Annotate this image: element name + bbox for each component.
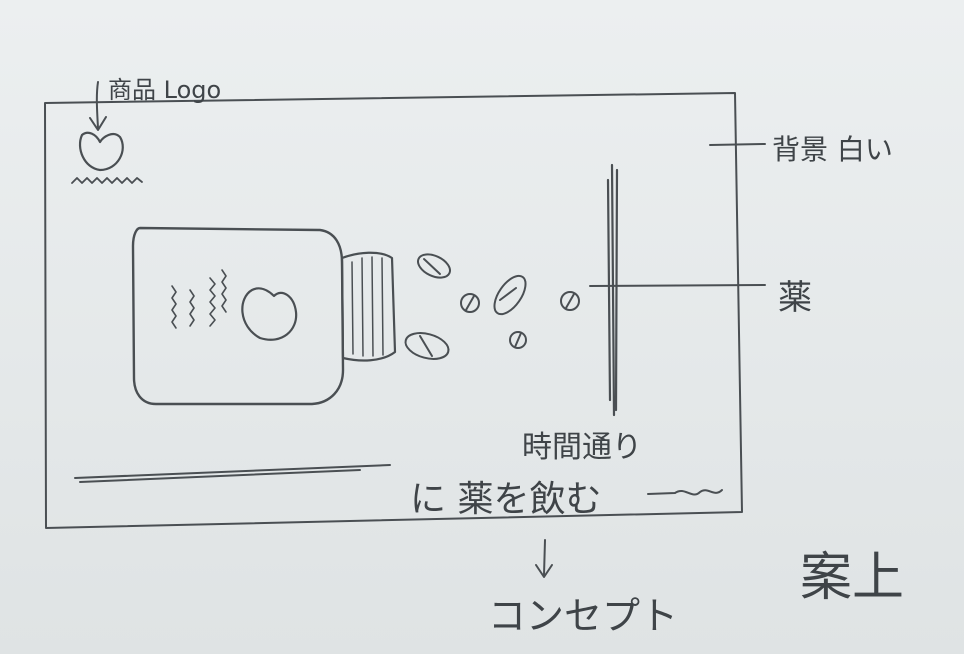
logo-heart-icon: [78, 131, 124, 172]
copy-line1: 時間通り: [522, 430, 642, 465]
placeholder-strokes: [74, 464, 391, 483]
concept-arrow: [535, 539, 553, 578]
pills: [404, 253, 580, 360]
bottle-label-lines: [171, 269, 227, 329]
bottle-body: [131, 226, 345, 406]
background-label: 背景 白い: [772, 133, 893, 166]
background-callout-line: [709, 143, 766, 146]
logo-label: 商品 Logo: [108, 76, 222, 104]
concept-label: コンセプト: [488, 594, 679, 638]
logo-wave: [71, 177, 143, 184]
bottle-heart-icon: [241, 287, 298, 341]
medicine-label: 薬: [778, 278, 812, 318]
frame-border: [44, 92, 743, 529]
bottle-cap: [340, 251, 397, 362]
logo-arrow: [89, 81, 107, 131]
divider-line: [606, 163, 619, 417]
copy-wave: [647, 489, 723, 496]
medicine-callout-line: [589, 284, 766, 287]
title-note: 案上: [800, 548, 905, 608]
copy-line2: に 薬を飲む: [410, 479, 602, 520]
